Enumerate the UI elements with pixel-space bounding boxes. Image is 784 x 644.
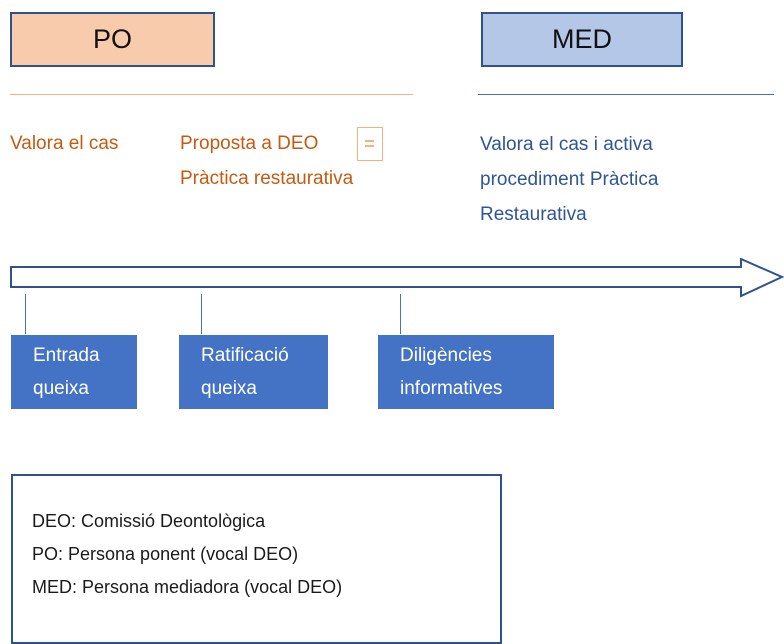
timeline-connector bbox=[201, 294, 202, 334]
med-header-box: MED bbox=[481, 12, 683, 67]
step-diligencies-informatives: Diligències informatives bbox=[378, 335, 554, 409]
timeline-connector bbox=[400, 294, 401, 334]
med-line3: Restaurativa bbox=[480, 204, 587, 225]
med-line1: Valora el cas i activa bbox=[480, 134, 653, 155]
step-label: queixa bbox=[201, 378, 257, 399]
med-line2: procediment Pràctica bbox=[480, 169, 659, 190]
po-proposta-text: Proposta a DEO Pràctica restaurativa bbox=[180, 126, 420, 196]
step-entrada-queixa: Entrada queixa bbox=[11, 335, 137, 409]
step-ratificacio-queixa: Ratificació queixa bbox=[179, 335, 328, 409]
po-valora-text: Valora el cas bbox=[10, 133, 119, 154]
document-icon bbox=[357, 127, 383, 161]
po-header-label: PO bbox=[92, 24, 132, 54]
timeline-arrow bbox=[10, 258, 784, 298]
legend-po: PO: Persona ponent (vocal DEO) bbox=[32, 544, 299, 564]
po-proposta-line2: Pràctica restaurativa bbox=[180, 168, 354, 189]
step-label: Entrada bbox=[33, 345, 100, 366]
po-divider bbox=[10, 94, 413, 95]
legend-med: MED: Persona mediadora (vocal DEO) bbox=[32, 577, 343, 597]
step-label: Ratificació bbox=[201, 345, 289, 366]
med-divider bbox=[478, 94, 774, 95]
step-label: informatives bbox=[400, 378, 503, 399]
med-description: Valora el cas i activa procediment Pràct… bbox=[480, 127, 740, 232]
step-label: Diligències bbox=[400, 345, 492, 366]
step-label: queixa bbox=[33, 378, 89, 399]
med-header-label: MED bbox=[552, 24, 612, 54]
timeline-connector bbox=[25, 294, 26, 334]
po-header-box: PO bbox=[10, 12, 215, 67]
legend-box: DEO: Comissió Deontològica PO: Persona p… bbox=[11, 474, 502, 644]
legend-deo: DEO: Comissió Deontològica bbox=[32, 511, 266, 531]
po-proposta-line1: Proposta a DEO bbox=[180, 133, 319, 154]
